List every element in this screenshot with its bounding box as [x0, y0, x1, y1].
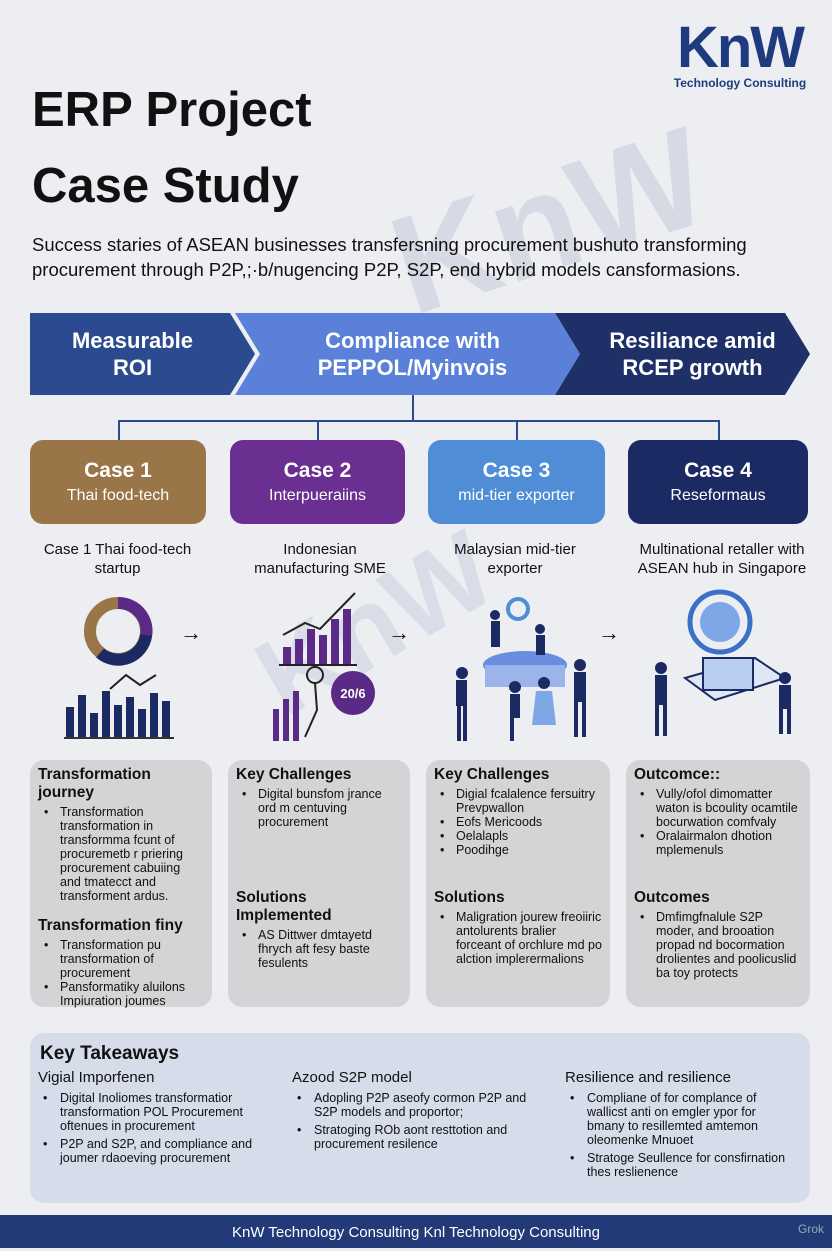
list-item: Digial fcalalence fersuitry Prevpwallon: [434, 787, 602, 815]
list-item: AS Dittwer dmtayetd fhrych aft fesy bast…: [236, 928, 402, 970]
list-item: Eofs Mericoods: [434, 815, 602, 829]
chevron-3: [555, 313, 810, 395]
key-takeaways-panel: Key Takeaways Vigial Imporfenen Digital …: [30, 1033, 810, 1203]
connector: [412, 395, 414, 421]
list-item: Transformation pu transformation of proc…: [38, 938, 204, 980]
company-logo: KnW Technology Consulting: [660, 15, 820, 91]
case-title: Case 4: [684, 459, 752, 482]
takeaway-heading: Vigial Imporfenen: [38, 1069, 155, 1086]
connector: [516, 420, 518, 440]
arrow-right-icon: →: [598, 620, 620, 645]
arrow-right-icon: →: [388, 620, 410, 645]
list-item: Stratoging ROb aont resttotion and procu…: [292, 1123, 532, 1151]
list-item: Oralairmalon dhotion mplemenuls: [634, 829, 802, 857]
connector: [118, 420, 120, 440]
list-item: P2P and S2P, and compliance and joumer r…: [38, 1137, 258, 1165]
title-line-2: Case Study: [32, 159, 299, 213]
list-item: Poodihge: [434, 843, 602, 857]
banner-resilience: Resiliance amid RCEP growth: [609, 328, 776, 380]
subtitle: Success staries of ASEAN businesses tran…: [32, 234, 747, 280]
case-title: Case 2: [283, 459, 352, 482]
connector: [118, 420, 720, 422]
takeaways-title: Key Takeaways: [40, 1043, 180, 1064]
section-heading: Key Challenges: [434, 766, 550, 783]
corner-watermark: Grok: [797, 1222, 824, 1236]
list-item: Adopling P2P aseofy cormon P2P and S2P m…: [292, 1091, 532, 1119]
section-heading: Solutions Implemented: [236, 889, 332, 924]
case-4-details-panel: Outcomce:: Vully/ofol dimomatter waton i…: [626, 760, 810, 1007]
list-item: Compliane of for complance of wallicst a…: [565, 1091, 795, 1147]
chevron-banner: [30, 313, 810, 395]
list-item: Pansformatiky aluilons Impiuration joume…: [38, 980, 204, 1008]
connector: [317, 420, 319, 440]
list-item: Vully/ofol dimomatter waton is bcoulity …: [634, 787, 802, 829]
case-title: Case 3: [482, 459, 551, 482]
list-item: Digital Inoliomes transformatior transfo…: [38, 1091, 258, 1133]
case-title: Case 1: [84, 459, 152, 482]
case-3-description: Malaysian mid-tier exporter: [454, 541, 576, 577]
growth-chart-person-icon: 20/6: [273, 592, 375, 741]
section-heading: Transformation finy: [38, 917, 183, 934]
retail-hub-icon: [655, 589, 791, 736]
case-subtitle: Interpueraiins: [269, 487, 366, 504]
team-collaboration-icon: [456, 597, 586, 741]
case-1-card: Case 1 Thai food-tech: [30, 440, 206, 524]
list-item: Maligration jourew freoiiric antolurents…: [434, 910, 602, 966]
takeaway-column: Vigial Imporfenen Digital Inoliomes tran…: [38, 1069, 258, 1169]
arrow-right-icon: →: [180, 620, 202, 645]
takeaway-column: Resilience and resilience Compliane of f…: [565, 1069, 795, 1183]
page-title: ERP Project Case Study: [32, 72, 312, 224]
section-heading: Outcomes: [634, 889, 710, 906]
banner-roi: Measurable ROI: [71, 328, 194, 380]
case-subtitle: Reseformaus: [670, 487, 766, 504]
section-heading: Transformation journey: [38, 766, 151, 801]
list-item: Stratoge Seullence for consfirnation the…: [565, 1151, 795, 1179]
donut-bar-chart-icon: [64, 596, 174, 739]
chevron-1: [30, 313, 255, 395]
logo-tagline: Technology Consulting: [673, 76, 807, 90]
case-2-card: Case 2 Interpueraiins: [230, 440, 405, 524]
case-2-description: Indonesian manufacturing SME: [254, 541, 386, 577]
banner-compliance: Compliance with PEPPOL/Myinvois: [317, 328, 508, 380]
takeaway-heading: Azood S2P model: [292, 1069, 412, 1086]
takeaway-column: Azood S2P model Adopling P2P aseofy corm…: [292, 1069, 532, 1155]
list-item: Oelalapls: [434, 829, 602, 843]
footer: KnW Technology Consulting Knl Technology…: [0, 1215, 832, 1248]
case-subtitle: Thai food-tech: [66, 487, 170, 504]
case-4-card: Case 4 Reseformaus: [628, 440, 808, 524]
watermark: KnW: [373, 96, 726, 345]
title-line-1: ERP Project: [32, 83, 312, 137]
badge-label: 20/6: [340, 686, 365, 701]
case-1-description: Case 1 Thai food-tech startup: [43, 541, 192, 577]
chevron-2: [235, 313, 580, 395]
takeaway-heading: Resilience and resilience: [565, 1069, 731, 1086]
case-3-card: Case 3 mid-tier exporter: [428, 440, 605, 524]
list-item: Digital bunsfom jrance ord m centuving p…: [236, 787, 402, 829]
logo-mark: KnW: [676, 15, 805, 80]
case-4-description: Multinational retaller with ASEAN hub in…: [637, 541, 807, 577]
section-heading: Key Challenges: [236, 766, 352, 783]
case-subtitle: mid-tier exporter: [458, 487, 575, 504]
case-2-details-panel: Key Challenges Digital bunsfom jrance or…: [228, 760, 410, 1007]
list-item: Transformation transformation in transfo…: [38, 805, 204, 903]
case-3-details-panel: Key Challenges Digial fcalalence fersuit…: [426, 760, 610, 1007]
section-heading: Solutions: [434, 889, 505, 906]
section-heading: Outcomce::: [634, 766, 721, 783]
list-item: Dmfimgfnalule S2P moder, and brooation p…: [634, 910, 802, 980]
case-1-details-panel: Transformation journey Transformation tr…: [30, 760, 212, 1008]
connector: [718, 420, 720, 440]
